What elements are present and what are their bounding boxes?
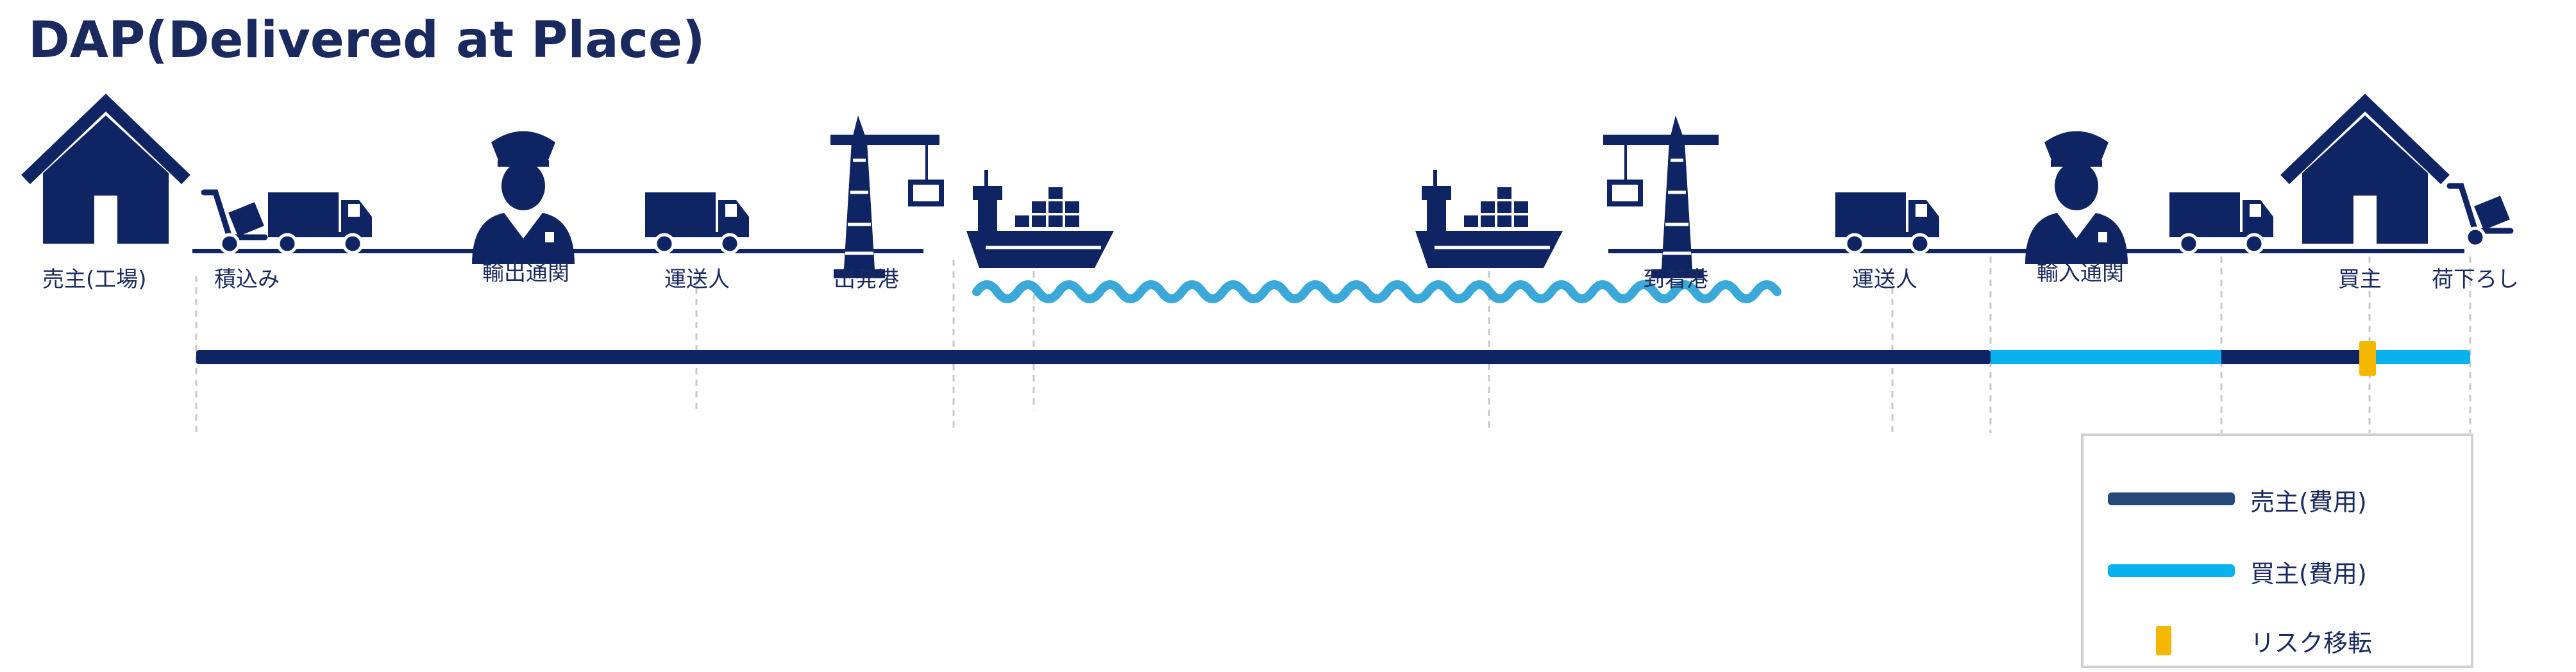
- label-import-clearance: 輸入通関: [2037, 260, 2124, 286]
- legend-label-seller-cost: 売主(費用): [2250, 488, 2367, 516]
- truck-icon: [1835, 192, 1939, 253]
- customs-officer-icon: [472, 131, 575, 264]
- seller-cost-bar: [2221, 350, 2370, 364]
- legend-label-risk-transfer: リスク移転: [2250, 629, 2373, 657]
- label-buyer: 買主: [2338, 267, 2382, 292]
- hand-truck-icon: [2450, 186, 2511, 246]
- legend-swatch-seller: [2108, 492, 2235, 505]
- legend-item-risk-transfer: リスク移転: [2084, 619, 2471, 658]
- label-unloading: 荷下ろし: [2432, 267, 2519, 292]
- truck-icon: [268, 192, 372, 253]
- label-seller-factory: 売主(工場): [42, 267, 147, 292]
- label-loading: 積込み: [214, 267, 280, 292]
- label-carrier: 運送人: [664, 267, 730, 292]
- house-icon: [2285, 103, 2445, 244]
- label-arrival-port: 到着港: [1643, 267, 1708, 292]
- container-ship-icon: [966, 170, 1114, 268]
- port-crane-icon: [830, 115, 944, 278]
- legend-item-seller-cost: 売主(費用): [2084, 478, 2471, 517]
- legend-swatch-buyer: [2108, 564, 2235, 577]
- risk-transfer-marker: [2359, 341, 2376, 376]
- legend: 売主(費用) 買主(費用) リスク移転: [2081, 433, 2473, 668]
- customs-officer-icon: [2025, 131, 2128, 264]
- label-carrier: 運送人: [1852, 267, 1917, 292]
- label-export-clearance: 輸出通関: [482, 260, 569, 286]
- hand-truck-icon: [204, 192, 265, 253]
- truck-icon: [2169, 192, 2273, 253]
- truck-icon: [645, 192, 749, 253]
- legend-swatch-risk: [2156, 626, 2171, 655]
- legend-item-buyer-cost: 買主(費用): [2084, 550, 2471, 589]
- page-title: DAP(Delivered at Place): [28, 12, 705, 69]
- buyer-cost-bar: [2370, 350, 2470, 364]
- container-ship-icon: [1415, 170, 1563, 268]
- seller-cost-bar: [196, 350, 1991, 364]
- label-departure-port: 出発港: [834, 267, 899, 292]
- house-icon: [26, 103, 186, 244]
- port-crane-icon: [1603, 115, 1719, 278]
- legend-label-buyer-cost: 買主(費用): [2250, 560, 2367, 588]
- sea-wave-icon: [972, 280, 1781, 303]
- buyer-cost-bar: [1991, 350, 2221, 364]
